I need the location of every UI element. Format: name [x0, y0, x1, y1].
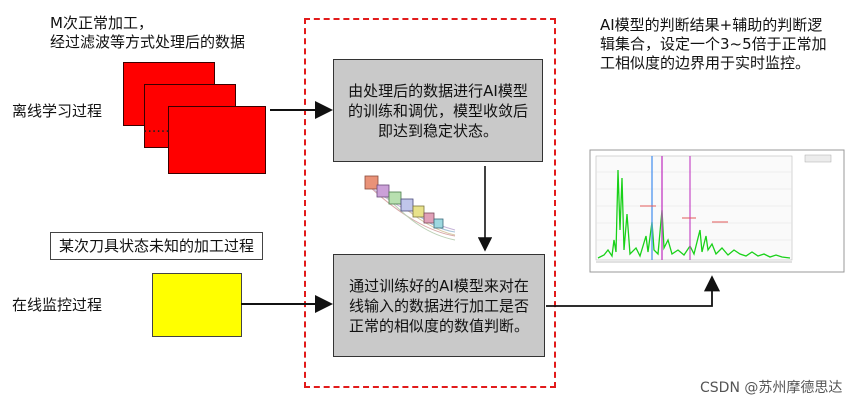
arrow-online-to-chart	[546, 277, 712, 306]
monitoring-chart-thumbnail	[590, 150, 844, 272]
ai-model-illustration	[365, 176, 455, 240]
